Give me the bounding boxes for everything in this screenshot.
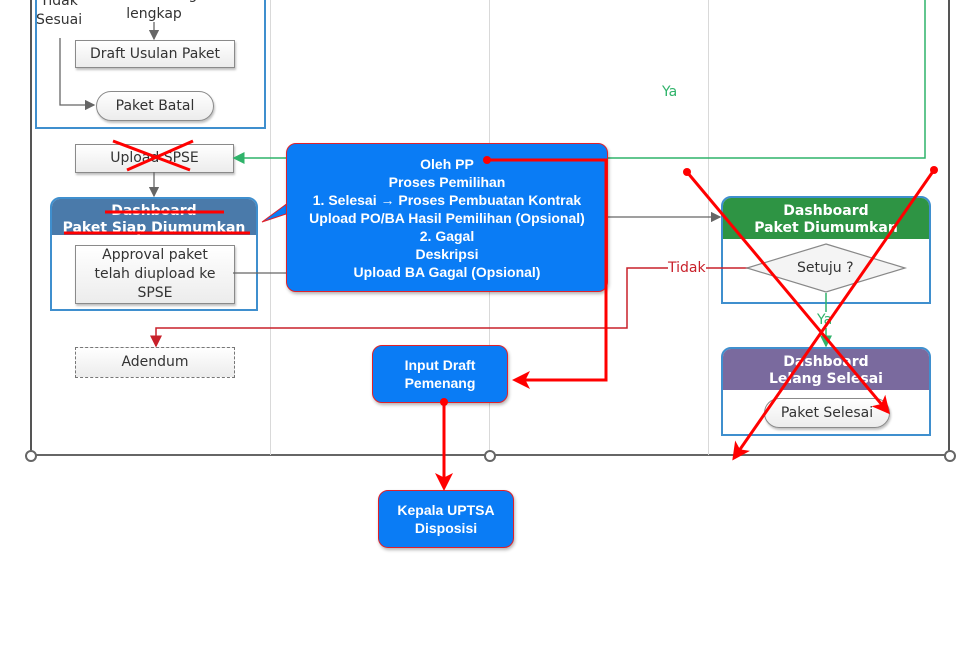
callout-line: Proses Pemilihan: [388, 173, 506, 190]
annotation-arrow-to-input-draft: [487, 158, 608, 389]
callout-line: Deskripsi: [415, 245, 479, 262]
callout-line: 1. Selesai → Proses Pembuatan Kontrak: [312, 191, 582, 208]
connector-ya-loop: [606, 0, 926, 159]
cross-out-arrow: [685, 171, 890, 415]
lane-divider: [270, 0, 271, 455]
node-label: Draft Usulan Paket: [89, 45, 221, 62]
strike-x-line: [126, 139, 194, 172]
lane-divider: [708, 0, 709, 455]
node-label: Approval paket telah diupload ke SPSE: [94, 247, 216, 301]
callout-line: Upload PO/BA Hasil Pemilihan (Opsional): [309, 209, 585, 226]
strike-x-line: [112, 139, 191, 172]
callout-line: Oleh PP: [420, 155, 474, 172]
lane-handle: [484, 450, 496, 462]
decision-label: Setuju ?: [797, 260, 854, 276]
label-tidak: Tidak: [668, 260, 706, 276]
label-tidak-sesuai: Tidak Sesuai: [36, 0, 83, 28]
group-header: Dashboard Lelang Selesai: [723, 349, 929, 390]
paket-batal-node[interactable]: Paket Batal: [96, 91, 214, 121]
label-data-kurang-lengkap: Data kurang lengkap: [111, 0, 198, 22]
decision-diamond: [744, 243, 908, 293]
node-label: Adendum: [121, 354, 189, 370]
group-header: Dashboard Paket Diumumkan: [723, 198, 929, 239]
node-label: Input Draft Pemenang: [404, 357, 476, 391]
callout-line: Upload BA Gagal (Opsional): [353, 263, 541, 280]
group-header: Dashboard Paket Siap Diumumkan: [52, 199, 256, 236]
adendum-node[interactable]: Adendum: [75, 347, 235, 378]
proses-pemilihan-callout[interactable]: Oleh PP Proses Pemilihan 1. Selesai → Pr…: [286, 143, 608, 292]
lane-handle: [25, 450, 37, 462]
paket-selesai-node[interactable]: Paket Selesai: [764, 398, 890, 428]
draft-usulan-paket-node[interactable]: Draft Usulan Paket: [75, 40, 235, 68]
header-line-2: Lelang Selesai: [769, 371, 883, 387]
header-line-2: Paket Diumumkan: [754, 220, 898, 236]
node-label: Kepala UPTSA Disposisi: [397, 502, 495, 536]
approval-paket-node[interactable]: Approval paket telah diupload ke SPSE: [75, 245, 235, 304]
cross-out-arrow: [732, 169, 936, 461]
node-label: Paket Batal: [115, 97, 195, 114]
lane-handle: [944, 450, 956, 462]
connector-to-paket-batal: [59, 38, 96, 111]
node-label: Paket Selesai: [780, 404, 874, 421]
header-line-1: Dashboard: [783, 203, 869, 219]
label-ya-top: Ya: [662, 84, 678, 100]
input-draft-pemenang-node[interactable]: Input Draft Pemenang: [372, 345, 508, 403]
kepala-uptsa-disposisi-node[interactable]: Kepala UPTSA Disposisi: [378, 490, 514, 548]
callout-line: 2. Gagal: [419, 227, 475, 244]
verification-group: [35, 0, 266, 129]
